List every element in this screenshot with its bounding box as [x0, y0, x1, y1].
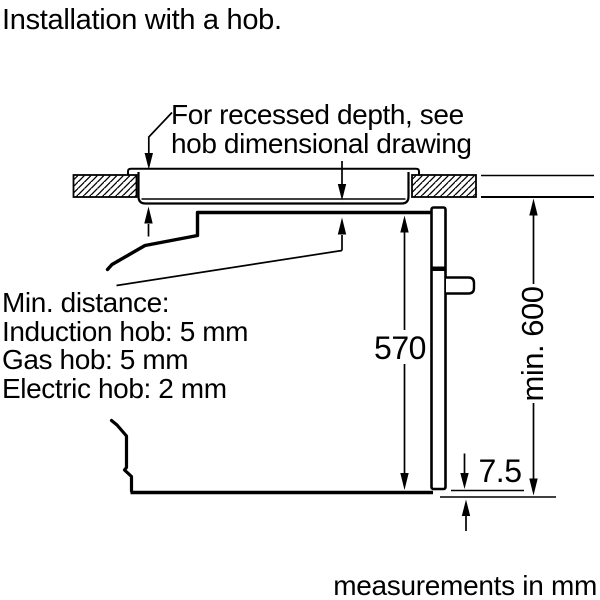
oven-left-break-line [109, 418, 134, 493]
dim-label-570: 570 [374, 330, 426, 366]
min-distance-heading: Min. distance: [2, 287, 170, 318]
measurements-unit-note: measurements in mm [333, 570, 597, 600]
worktop-left-section [72, 174, 138, 198]
worktop-right-section [411, 174, 477, 198]
min-distance-note: Min. distance: Induction hob: 5 mm Gas h… [2, 287, 249, 404]
page-title: Installation with a hob. [2, 4, 282, 36]
dimension-570 [400, 215, 409, 490]
dimension-7-5 [460, 453, 471, 531]
recessed-depth-note: For recessed depth, see hob dimensional … [171, 99, 472, 159]
dim-label-min-600: min. 600 [515, 286, 550, 402]
leader-min-distance [116, 206, 347, 287]
leader-recessed-depth [144, 111, 347, 201]
oven-door-panel [430, 206, 447, 491]
oven-door-seam [431, 266, 446, 271]
recessed-depth-note-line2: hob dimensional drawing [171, 127, 472, 159]
hob-tub [137, 172, 410, 205]
hob-flange [127, 167, 420, 175]
door-gap-reference-lines [440, 489, 556, 498]
min-distance-gas: Gas hob: 5 mm [2, 344, 189, 375]
oven-top-outline [105, 210, 432, 272]
min-distance-induction: Induction hob: 5 mm [2, 315, 249, 347]
oven-control-knob [446, 276, 476, 295]
min-distance-electric: Electric hob: 2 mm [2, 372, 227, 404]
worktop-extension-lines [481, 174, 594, 198]
dimension-min-600 [529, 198, 538, 496]
dim-label-7-5: 7.5 [478, 453, 522, 489]
recessed-depth-note-line1: For recessed depth, see [171, 99, 464, 130]
